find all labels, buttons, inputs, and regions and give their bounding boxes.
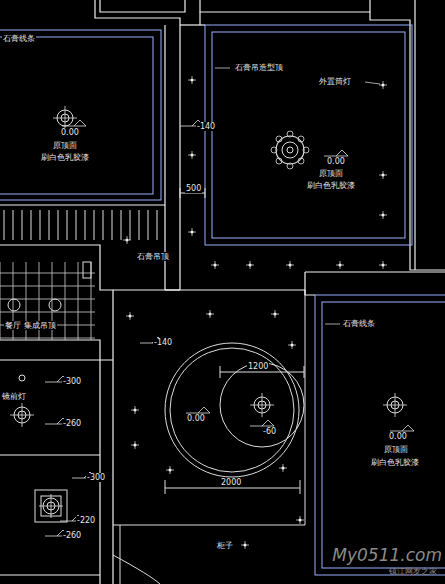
annotation: -60 bbox=[262, 427, 277, 436]
annotation: 石膏吊顶 bbox=[136, 252, 170, 261]
annotation: 刷白色乳胶漆 bbox=[306, 181, 356, 190]
annotation: 0.00 bbox=[326, 157, 346, 166]
annotation: 0.00 bbox=[60, 128, 80, 137]
annotation: 餐厅 集成吊顶 bbox=[4, 321, 57, 330]
annotation: 原顶面 bbox=[318, 169, 344, 178]
annotation: 石膏吊造型顶 bbox=[234, 63, 284, 72]
annotation: 石膏线条 bbox=[2, 34, 36, 43]
annotation: -300 bbox=[86, 473, 106, 482]
annotation: -220 bbox=[76, 516, 96, 525]
annotation: 原顶面 bbox=[52, 141, 78, 150]
annotation: -260 bbox=[62, 419, 82, 428]
annotation: -260 bbox=[62, 531, 82, 540]
annotation: 原顶面 bbox=[383, 445, 409, 454]
annotation: -140 bbox=[196, 122, 216, 131]
annotation: 刷白色乳胶漆 bbox=[370, 458, 420, 467]
annotation: 0.00 bbox=[186, 414, 206, 423]
annotation: 2000 bbox=[220, 478, 242, 487]
annotation: 柜子 bbox=[216, 541, 234, 550]
watermark: 镇江网友之家 bbox=[388, 567, 438, 576]
annotation: 0.00 bbox=[388, 432, 408, 441]
annotation: 镜前灯 bbox=[1, 392, 27, 401]
annotation: 1200 bbox=[247, 362, 269, 371]
annotation: -140 bbox=[153, 338, 173, 347]
watermark: My0511.com bbox=[331, 546, 443, 566]
annotation: -300 bbox=[62, 377, 82, 386]
annotation: 外置筒灯 bbox=[318, 77, 352, 86]
annotation: 刷白色乳胶漆 bbox=[40, 153, 90, 162]
annotation: 500 bbox=[185, 184, 202, 193]
annotation: 石膏线条 bbox=[342, 319, 376, 328]
